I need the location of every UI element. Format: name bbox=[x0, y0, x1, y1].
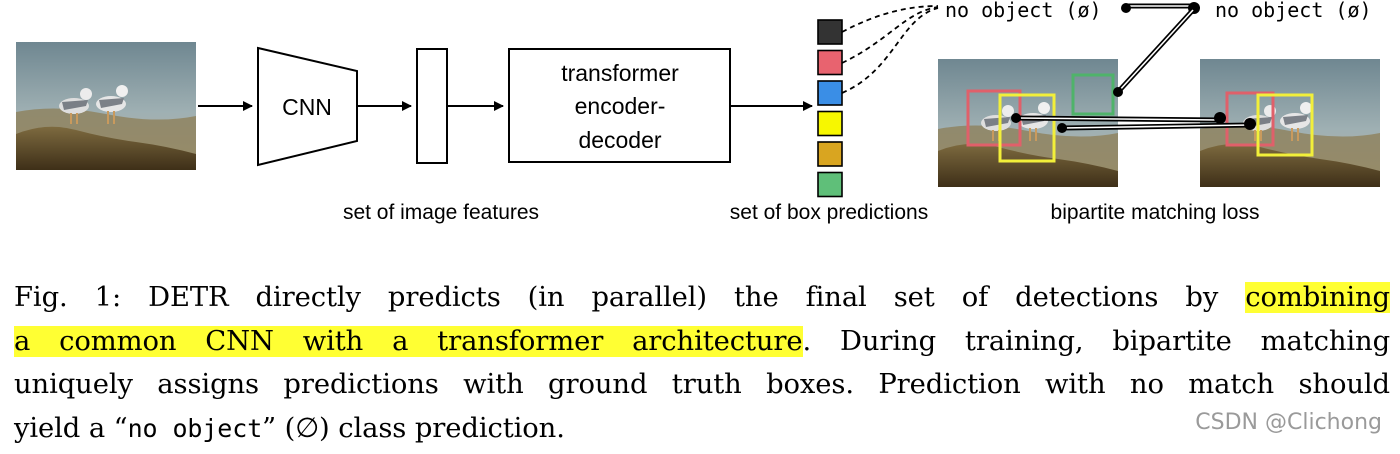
gt-bbox-red bbox=[1225, 91, 1275, 147]
dashed-link-1 bbox=[841, 5, 939, 33]
transformer-label-line-2: encoder- bbox=[575, 93, 666, 119]
caption-line-2: a common CNN with a transformer architec… bbox=[14, 325, 1391, 357]
prediction-box-2 bbox=[817, 49, 843, 76]
image-features-block bbox=[416, 48, 448, 164]
matching-caption: bipartite matching loss bbox=[1051, 201, 1260, 224]
transformer-encoder-decoder-block bbox=[508, 48, 731, 163]
caption-line-3: uniquely assigns predictions with ground… bbox=[14, 369, 1390, 400]
no-object-label-left: no object (ø) bbox=[945, 0, 1102, 22]
transformer-label-line-1: transformer bbox=[561, 60, 679, 86]
ground-truth-image bbox=[1199, 58, 1381, 188]
pred-bbox-yellow bbox=[998, 93, 1056, 163]
no-object-dot-left bbox=[1121, 3, 1131, 13]
prediction-box-1 bbox=[817, 19, 843, 45]
highlight-combining: combining bbox=[1245, 282, 1390, 313]
figure-label: Fig. 1: bbox=[14, 282, 122, 313]
cnn-block bbox=[257, 46, 358, 167]
features-caption: set of image features bbox=[343, 201, 539, 224]
highlight-cnn-transformer: a common CNN with a transformer architec… bbox=[14, 325, 803, 357]
figure-caption: Fig. 1: DETR directly predicts (in paral… bbox=[14, 276, 1390, 450]
gt-bbox-yellow bbox=[1256, 93, 1314, 157]
dashed-link-3 bbox=[841, 7, 939, 94]
no-object-label-right: no object (ø) bbox=[1215, 0, 1372, 22]
prediction-box-3 bbox=[817, 80, 843, 106]
prediction-box-6 bbox=[817, 171, 843, 198]
input-image bbox=[15, 41, 197, 171]
detr-architecture-diagram: CNN transformer encoder- decoder no obje… bbox=[15, 0, 1381, 224]
prediction-box-5 bbox=[817, 141, 843, 167]
caption-line-4: yield a “no object” (∅) class prediction… bbox=[14, 412, 565, 444]
transformer-label-line-3: decoder bbox=[578, 127, 661, 153]
csdn-watermark: CSDN @Clichong bbox=[1195, 410, 1382, 435]
box-predictions-stack bbox=[817, 19, 843, 198]
no-object-mono: no object bbox=[127, 413, 263, 443]
prediction-box-4 bbox=[817, 110, 843, 137]
cnn-label: CNN bbox=[282, 94, 332, 120]
pred-bbox-green bbox=[1071, 73, 1115, 116]
prediction-image bbox=[937, 58, 1119, 188]
dashed-link-2 bbox=[841, 6, 939, 64]
predictions-caption: set of box predictions bbox=[730, 201, 928, 224]
caption-line-1: Fig. 1: DETR directly predicts (in paral… bbox=[14, 282, 1390, 313]
